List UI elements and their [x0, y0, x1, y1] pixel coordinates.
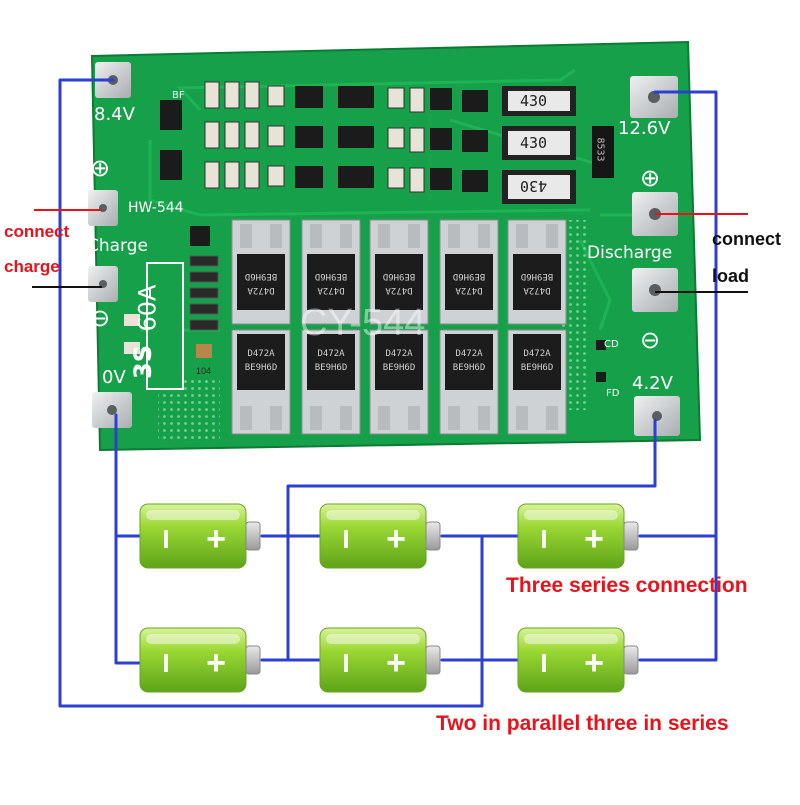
mosfet-array: D472A BE9H6D D472A BE9H6D D472A BE9H6D D472A BE…	[231, 219, 567, 435]
annotation-connect-load-2: load	[712, 266, 750, 286]
battery-plus-sign: +	[584, 644, 604, 682]
mosfet-code-a: D472A	[247, 285, 275, 295]
battery-5: I+	[319, 627, 441, 693]
label-4-2v: 4.2V	[632, 373, 673, 394]
battery-2: I+	[319, 503, 441, 569]
led-label-cd: CD	[604, 339, 619, 350]
pad-12-6v	[630, 76, 678, 118]
resistor-code-1: 430	[520, 92, 548, 110]
mosfet-6: D472A BE9H6D	[231, 329, 291, 435]
rating-series: 3S	[128, 345, 157, 379]
label-charge: Charge	[87, 236, 149, 256]
pad-0v	[92, 392, 132, 428]
wire-8-4v	[58, 78, 484, 708]
mosfet-code-a: D472A	[317, 349, 345, 359]
annotation-three-series: Three series connection	[506, 574, 748, 597]
annotation-connect-charge-1: connect	[4, 222, 70, 241]
battery-minus-sign: I	[162, 524, 169, 554]
mosfet-10: D472A BE9H6D	[507, 329, 567, 435]
battery-plus-sign: +	[206, 644, 226, 682]
battery-minus-sign: I	[342, 648, 349, 678]
battery-array: I+I+I+I+I+I+	[139, 503, 639, 693]
battery-3: I+	[517, 503, 639, 569]
wire-0v-parallel	[114, 534, 142, 665]
mosfet-code-b: BE9H6D	[383, 271, 416, 281]
mosfet-code-a: D472A	[455, 285, 483, 295]
battery-minus-sign: I	[162, 648, 169, 678]
mosfet-5: D472A BE9H6D	[507, 219, 567, 325]
label-bf: BF	[172, 90, 185, 101]
charge-minus-symbol: ⊖	[90, 304, 111, 332]
label-12-6v: 12.6V	[618, 118, 671, 139]
mosfet-code-b: BE9H6D	[453, 271, 486, 281]
mosfet-code-a: D472A	[385, 285, 413, 295]
battery-minus-sign: I	[540, 648, 547, 678]
mosfet-7: D472A BE9H6D	[301, 329, 361, 435]
mosfet-2: D472A BE9H6D	[301, 219, 361, 325]
battery-1: I+	[139, 503, 261, 569]
pad-discharge-minus	[632, 268, 678, 312]
mosfet-code-a: D472A	[523, 285, 551, 295]
ic-chip	[592, 126, 614, 178]
battery-plus-sign: +	[206, 520, 226, 558]
mosfet-code-b: BE9H6D	[315, 271, 348, 281]
mosfet-code-a: D472A	[317, 285, 345, 295]
resistor-code-3: 430	[520, 177, 548, 195]
ic-code: 8533	[594, 137, 606, 162]
mosfet-code-b: BE9H6D	[245, 271, 278, 281]
battery-6: I+	[517, 627, 639, 693]
mosfet-code-b: BE9H6D	[521, 271, 554, 281]
label-model: HW-544	[128, 200, 184, 216]
mosfet-4: D472A BE9H6D	[439, 219, 499, 325]
discharge-minus-symbol: ⊖	[640, 326, 661, 354]
pad-charge-plus	[88, 190, 118, 226]
battery-plus-sign: +	[386, 520, 406, 558]
label-discharge: Discharge	[587, 243, 673, 263]
battery-minus-sign: I	[540, 524, 547, 554]
rating-box: 3S 60A	[129, 262, 184, 390]
label-8-4v: 8.4V	[94, 104, 135, 125]
led-label-fd: FD	[606, 388, 620, 399]
mosfet-3: D472A BE9H6D	[369, 219, 429, 325]
mosfet-9: D472A BE9H6D	[439, 329, 499, 435]
mosfet-1: D472A BE9H6D	[231, 219, 291, 325]
charge-plus-symbol: ⊕	[90, 154, 111, 182]
mosfet-code-b: BE9H6D	[245, 363, 278, 373]
battery-4: I+	[139, 627, 261, 693]
mosfet-code-b: BE9H6D	[453, 363, 486, 373]
lead-lines	[32, 209, 748, 293]
mosfet-code-a: D472A	[247, 349, 275, 359]
smd-components	[124, 81, 606, 382]
mosfet-code-b: BE9H6D	[521, 363, 554, 373]
shunt-resistors	[502, 86, 576, 204]
label-0v: 0V	[102, 367, 126, 388]
watermark: CY-544	[300, 302, 426, 344]
mosfet-8: D472A BE9H6D	[369, 329, 429, 435]
mosfet-code-a: D472A	[385, 349, 413, 359]
discharge-plus-symbol: ⊕	[640, 164, 661, 192]
wires	[58, 78, 718, 708]
mosfet-code-a: D472A	[523, 349, 551, 359]
battery-plus-sign: +	[386, 644, 406, 682]
pad-4-2v	[634, 396, 680, 436]
rating-current: 60A	[133, 284, 162, 332]
resistor-code-2: 430	[520, 134, 548, 152]
wire-4-2v	[286, 418, 657, 662]
annotation-two-parallel: Two in parallel three in series	[436, 712, 729, 735]
battery-minus-sign: I	[342, 524, 349, 554]
annotation-connect-load-1: connect	[712, 229, 782, 249]
mosfet-code-a: D472A	[455, 349, 483, 359]
wire-12-6v	[638, 90, 718, 662]
mosfet-code-b: BE9H6D	[315, 363, 348, 373]
battery-plus-sign: +	[584, 520, 604, 558]
pad-charge-minus	[88, 266, 118, 302]
label-104: 104	[196, 366, 212, 376]
mosfet-code-b: BE9H6D	[383, 363, 416, 373]
annotation-connect-charge-2: charge	[4, 257, 60, 276]
